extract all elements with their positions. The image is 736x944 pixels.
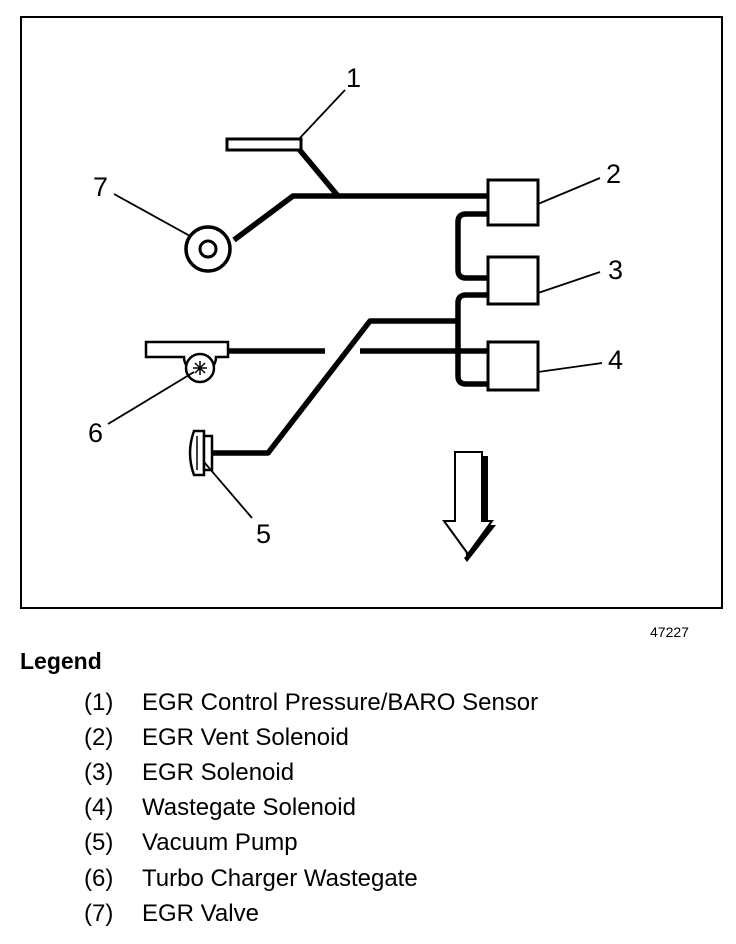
legend-item: (4) Wastegate Solenoid bbox=[84, 791, 538, 826]
legend-item-label: Wastegate Solenoid bbox=[142, 794, 356, 822]
legend-item: (3) EGR Solenoid bbox=[84, 755, 538, 790]
leader-3 bbox=[537, 271, 601, 294]
legend-list: (1) EGR Control Pressure/BARO Sensor (2)… bbox=[84, 685, 538, 931]
legend-item: (1) EGR Control Pressure/BARO Sensor bbox=[84, 685, 538, 720]
leader-5 bbox=[203, 461, 253, 519]
callout-1: 1 bbox=[346, 63, 361, 93]
legend-title: Legend bbox=[20, 648, 102, 674]
figure-id: 47227 bbox=[650, 624, 689, 640]
vacuum-diagram: 1 2 3 4 5 6 7 bbox=[20, 16, 723, 609]
hose-solenoid-manifold bbox=[455, 292, 488, 387]
legend-item-label: Turbo Charger Wastegate bbox=[142, 864, 418, 892]
legend-item: (2) EGR Vent Solenoid bbox=[84, 720, 538, 755]
vacuum-hoses bbox=[212, 146, 488, 456]
callout-7: 7 bbox=[93, 172, 108, 202]
legend-item-label: Vacuum Pump bbox=[142, 829, 298, 857]
hose-vacuum-pump bbox=[212, 318, 458, 456]
wastegate-solenoid bbox=[486, 340, 540, 392]
egr-solenoid bbox=[486, 255, 540, 306]
hose-egr-main bbox=[232, 146, 488, 243]
egr-valve-icon bbox=[184, 225, 232, 273]
hose-vent-to-egr-solenoid bbox=[455, 211, 488, 281]
legend-item-number: (7) bbox=[84, 899, 114, 927]
legend-item-number: (4) bbox=[84, 794, 114, 822]
legend-item-label: EGR Vent Solenoid bbox=[142, 723, 349, 751]
legend-item-label: EGR Valve bbox=[142, 899, 259, 927]
diagram-frame bbox=[20, 16, 723, 609]
leader-2 bbox=[537, 177, 601, 205]
legend-item-number: (6) bbox=[84, 864, 114, 892]
leader-1 bbox=[297, 89, 346, 141]
callout-2: 2 bbox=[606, 159, 621, 189]
leader-6 bbox=[107, 371, 195, 425]
callout-6: 6 bbox=[88, 418, 103, 448]
callout-4: 4 bbox=[608, 345, 623, 375]
callout-3: 3 bbox=[608, 255, 623, 285]
legend-item-number: (3) bbox=[84, 758, 114, 786]
legend-item: (5) Vacuum Pump bbox=[84, 826, 538, 861]
leader-4 bbox=[537, 362, 603, 373]
egr-control-pressure-baro-sensor bbox=[225, 137, 303, 152]
leader-7 bbox=[113, 193, 191, 237]
egr-vent-solenoid bbox=[486, 178, 540, 227]
direction-arrow-icon bbox=[442, 451, 496, 562]
legend-item-label: EGR Control Pressure/BARO Sensor bbox=[142, 688, 539, 716]
legend-item-number: (2) bbox=[84, 723, 114, 751]
vacuum-pump-icon bbox=[188, 429, 214, 477]
leader-lines bbox=[107, 89, 603, 519]
legend-item-number: (5) bbox=[84, 829, 114, 857]
legend-item: (6) Turbo Charger Wastegate bbox=[84, 861, 538, 896]
legend-item-label: EGR Solenoid bbox=[142, 758, 295, 786]
callout-5: 5 bbox=[256, 519, 271, 549]
legend-item: (7) EGR Valve bbox=[84, 896, 538, 931]
legend-item-number: (1) bbox=[84, 688, 114, 716]
turbo-charger-wastegate-icon bbox=[144, 340, 230, 384]
